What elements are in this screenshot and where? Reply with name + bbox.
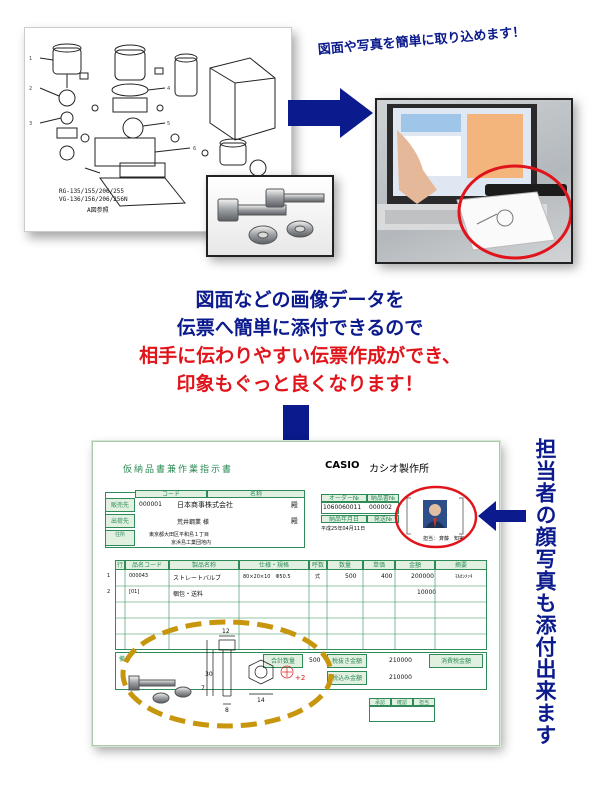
table-header-cell: 金額 — [395, 560, 435, 570]
main-message: 図面などの画像データを 伝票へ簡単に添付できるので 相手に伝わりやすい伝票作成が… — [0, 286, 600, 398]
address-label: 住所 — [105, 530, 135, 546]
row-code: 000043 — [129, 573, 149, 579]
invoice-title: 仮納品書兼作業指示書 — [123, 465, 234, 475]
name-header: 名称 — [207, 490, 305, 498]
drawing-model-line: RG-135/155/206/255 — [59, 188, 125, 195]
bolt-illustration — [217, 188, 325, 245]
dimension-label: 12 — [222, 628, 230, 635]
ship-honorific: 殿 — [291, 517, 298, 525]
casio-logo: CASIO — [325, 460, 360, 471]
table-header-cell: 摘要 — [435, 560, 487, 570]
row-qty: 500 — [345, 573, 357, 580]
svg-text:3: 3 — [29, 121, 32, 127]
dimension-label: 30 — [205, 671, 213, 678]
attached-bolt-drawing: 12 30 8 14 7 +2 — [120, 619, 334, 729]
row-name: 梱包・送料 — [173, 591, 204, 598]
stamp-boxes: 承認 確認 担当 — [369, 698, 435, 706]
table-header-cell: 製品名称 — [169, 560, 239, 570]
tax-amount-value: 210000 — [389, 657, 412, 664]
ship-name: 荒井鋼業 様 — [177, 519, 209, 526]
drawing-model-numbers: RG-135/155/206/255 VG-136/156/206/256N A… — [59, 188, 128, 215]
message-line-3: 相手に伝わりやすい伝票作成ができ、 — [139, 345, 461, 367]
table-header-cell: 仕様・規格 — [239, 560, 309, 570]
total-qty-value: 500 — [309, 657, 321, 664]
message-line-4: 印象もぐっと良くなります！ — [176, 373, 424, 395]
row-name: ストレートバルブ — [173, 575, 222, 582]
arrow-right-icon — [288, 88, 373, 138]
totals-block — [115, 652, 487, 690]
stamp-header: 確認 — [391, 698, 413, 706]
technical-drawing-card: 1 2 3 4 5 6 RG-135/155/206/255 VG-136/156/20… — [24, 27, 292, 232]
items-table-header: 行 品名コード 製品名称 仕様・規格 呼数 数量 単価 金額 摘要 — [115, 560, 487, 570]
svg-text:1: 1 — [29, 56, 32, 62]
date-label: 納品年月日 — [321, 515, 367, 523]
order-no-value: 1060060011 — [323, 504, 362, 511]
staff-name: 斉藤 知実 — [439, 536, 465, 542]
code-header: コード — [135, 490, 207, 498]
address-line-2: 京浜島工業団地内 — [171, 540, 212, 546]
staff-photo-frame — [406, 497, 464, 535]
computer-scanner-photo — [375, 98, 573, 264]
invoice-form: 仮納品書兼作業指示書 CASIO カシオ製作所 コード 名称 販売先 出荷先 住… — [92, 441, 500, 746]
table-header-cell: 品名コード — [125, 560, 169, 570]
message-line-1: 図面などの画像データを — [195, 289, 405, 311]
computer-illustration — [377, 104, 571, 260]
slip-no-value: 000002 — [369, 504, 392, 511]
side-caption: 担当者の顔写真も添付出来ます — [533, 438, 557, 746]
count-label: 発送№ — [367, 515, 399, 523]
customer-honorific: 殿 — [291, 501, 298, 509]
row-no: 2 — [107, 589, 111, 595]
dimension-label: 8 — [225, 707, 229, 714]
stamp-header: 担当 — [413, 698, 435, 706]
order-no-label: オーダー№ — [321, 494, 367, 502]
tax-amount-label: 税抜き金額 — [327, 654, 367, 668]
staff-label: 担当： — [423, 536, 439, 542]
incl-total-label: 税込み金額 — [327, 671, 367, 685]
row-amount: 10000 — [417, 589, 437, 596]
drawing-tag: A図参照 — [87, 207, 109, 214]
dimension-label: 7 — [201, 685, 205, 692]
dimension-label: 14 — [257, 697, 265, 704]
svg-text:5: 5 — [167, 121, 170, 127]
import-caption: 図面や写真を簡単に取り込めます！ — [317, 24, 526, 58]
message-line-2: 伝票へ簡単に添付できるので — [176, 317, 424, 339]
row-unit: 式 — [315, 574, 321, 580]
table-header-cell: 単価 — [363, 560, 395, 570]
customer-name: 日本商事株式会社 — [177, 501, 233, 509]
svg-text:6: 6 — [193, 146, 196, 152]
row-spec: 80×20×10 Φ50.5 — [243, 574, 291, 580]
table-header-cell: 呼数 — [309, 560, 327, 570]
company-name: カシオ製作所 — [369, 464, 429, 475]
exploded-pump-diagram: 1 2 3 4 5 6 — [29, 43, 276, 207]
tolerance-mark: +2 — [295, 674, 305, 682]
table-header-cell: 数量 — [327, 560, 363, 570]
drawing-model-line: VG-136/156/206/256N — [59, 196, 128, 203]
arrow-left-icon — [478, 501, 526, 531]
row-no: 1 — [107, 573, 111, 579]
address-line-1: 東京都大田区平和島１丁目 — [149, 532, 210, 538]
ship-label: 出荷先 — [105, 514, 135, 528]
tax-total-label: 消費税金額 — [429, 654, 483, 668]
incl-total-value: 210000 — [389, 674, 412, 681]
row-note: ﾏﾙｶﾝﾒｯｷ — [455, 574, 473, 580]
table-header-cell: 行 — [115, 560, 125, 570]
staff-highlight-circle — [394, 485, 478, 549]
svg-text:2: 2 — [29, 86, 32, 92]
customer-code: 000001 — [139, 501, 162, 508]
date-value: 平成25年04月11日 — [321, 526, 366, 532]
items-table-grid — [115, 570, 487, 650]
row-amount: 200000 — [411, 573, 434, 580]
stamp-area — [369, 706, 435, 722]
svg-text:4: 4 — [167, 86, 170, 92]
bolts-photo — [206, 175, 334, 257]
slip-no-label: 納品書№ — [367, 494, 399, 502]
row-price: 400 — [381, 573, 393, 580]
row-code: [01] — [129, 589, 140, 595]
sales-label: 販売先 — [105, 498, 135, 512]
stamp-header: 承認 — [369, 698, 391, 706]
